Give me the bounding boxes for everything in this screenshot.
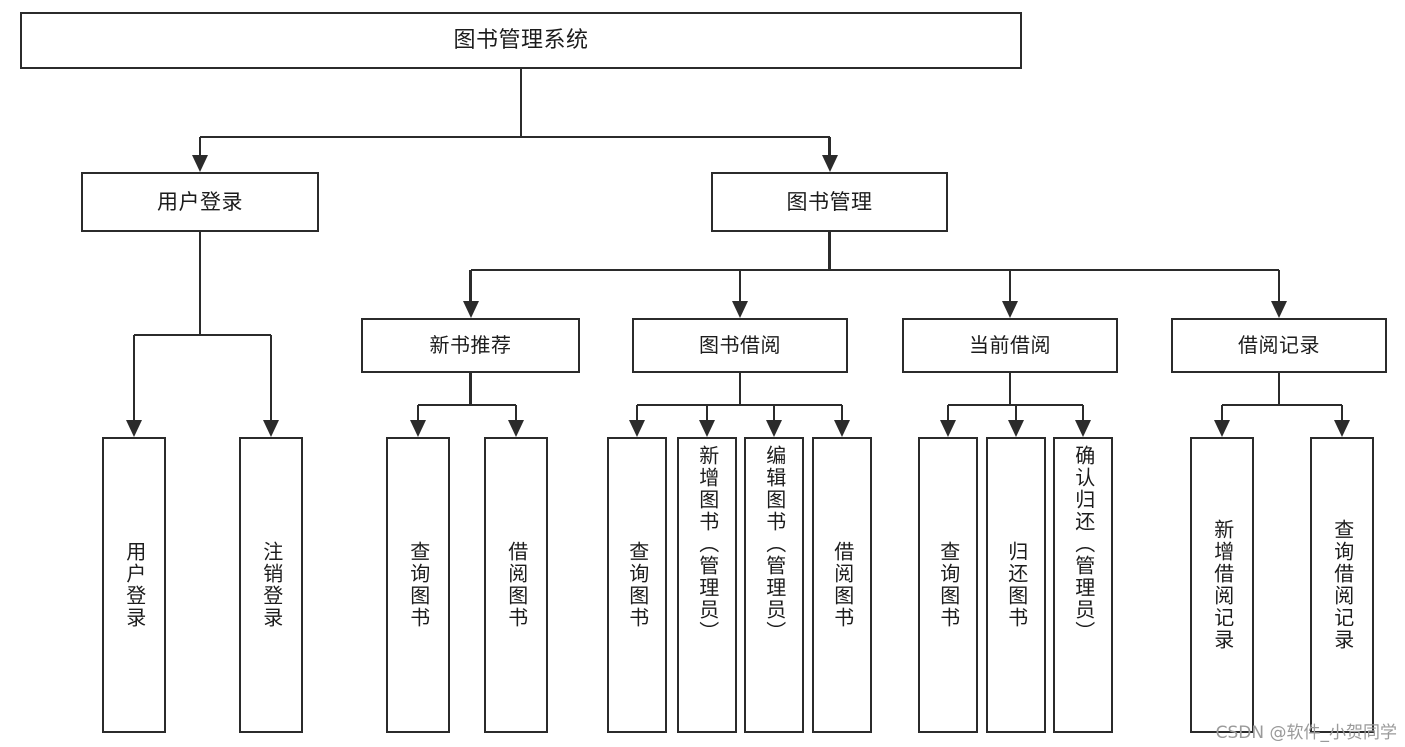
node-book-borrow[interactable]: 图书借阅 [632, 318, 848, 373]
node-leaf[interactable]: 注销登录 [239, 437, 303, 733]
node-new-book-recommend[interactable]: 新书推荐 [361, 318, 580, 373]
connector-stem [469, 373, 472, 405]
node-leaf[interactable]: 查询借阅记录 [1310, 437, 1374, 733]
connector-vertical [772, 405, 776, 420]
arrowhead-icon [1008, 420, 1024, 437]
node-leaf[interactable]: 编辑图书（管理员） [744, 437, 804, 733]
arrowhead-icon [1002, 301, 1018, 318]
node-label: 借阅图书 [830, 541, 855, 629]
connector-vertical [514, 405, 518, 420]
arrowhead-icon [126, 420, 142, 437]
node-label: 新书推荐 [429, 333, 512, 357]
connector-vertical [1277, 270, 1281, 301]
node-label: 查询图书 [625, 541, 650, 629]
connector-vertical [1008, 270, 1012, 301]
node-book-management[interactable]: 图书管理 [711, 172, 948, 232]
node-leaf[interactable]: 借阅图书 [812, 437, 872, 733]
node-label: 注销登录 [259, 541, 284, 629]
arrowhead-icon [508, 420, 524, 437]
node-label: 查询图书 [406, 541, 431, 629]
node-leaf[interactable]: 查询图书 [918, 437, 978, 733]
arrowhead-icon [629, 420, 645, 437]
connector-vertical [198, 137, 202, 155]
arrowhead-icon [263, 420, 279, 437]
node-label: 新增借阅记录 [1210, 519, 1235, 651]
node-leaf[interactable]: 确认归还（管理员） [1053, 437, 1113, 733]
node-label: 图书借阅 [699, 333, 781, 357]
connector-vertical [738, 270, 742, 301]
connector-vertical [1081, 405, 1085, 420]
connector-stem [198, 232, 202, 335]
node-label: 编辑图书（管理员） [762, 445, 787, 643]
node-current-borrow[interactable]: 当前借阅 [902, 318, 1118, 373]
node-root-system[interactable]: 图书管理系统 [20, 12, 1022, 69]
node-leaf[interactable]: 查询图书 [386, 437, 450, 733]
arrowhead-icon [192, 155, 208, 172]
node-label: 查询图书 [936, 541, 961, 629]
arrowhead-icon [1214, 420, 1230, 437]
node-label: 查询借阅记录 [1330, 519, 1355, 651]
node-label: 当前借阅 [969, 333, 1051, 357]
node-leaf[interactable]: 归还图书 [986, 437, 1046, 733]
node-label: 借阅图书 [504, 541, 529, 629]
node-label: 借阅记录 [1238, 333, 1320, 357]
connector-vertical [828, 137, 831, 155]
connector-vertical [416, 405, 420, 420]
connector-vertical [840, 405, 844, 420]
connector-vertical [1220, 405, 1224, 420]
connector-vertical [635, 405, 639, 420]
arrowhead-icon [821, 155, 838, 172]
connector-vertical [132, 335, 136, 420]
node-label: 用户登录 [157, 189, 243, 214]
arrowhead-icon [1075, 420, 1091, 437]
arrowhead-icon [1334, 420, 1350, 437]
connector-vertical [269, 335, 273, 420]
node-leaf[interactable]: 借阅图书 [484, 437, 548, 733]
connector-bus [1222, 403, 1342, 407]
connector-vertical [469, 270, 472, 301]
connector-stem [738, 373, 742, 405]
node-label: 新增图书（管理员） [695, 445, 720, 643]
connector-vertical [705, 405, 709, 420]
node-leaf[interactable]: 新增图书（管理员） [677, 437, 737, 733]
connector-bus [470, 268, 1279, 272]
connector-bus [418, 403, 516, 407]
arrowhead-icon [1271, 301, 1287, 318]
arrowhead-icon [834, 420, 850, 437]
node-leaf[interactable]: 用户登录 [102, 437, 166, 733]
node-user-login[interactable]: 用户登录 [81, 172, 319, 232]
node-borrow-record[interactable]: 借阅记录 [1171, 318, 1387, 373]
node-label: 图书管理 [786, 189, 873, 214]
connector-vertical [946, 405, 950, 420]
node-label: 用户登录 [122, 541, 147, 629]
arrowhead-icon [410, 420, 426, 437]
arrowhead-icon [766, 420, 782, 437]
connector-bus [134, 333, 271, 337]
arrowhead-icon [699, 420, 715, 437]
arrowhead-icon [940, 420, 956, 437]
connector-stem [828, 232, 831, 270]
connector-stem [1008, 373, 1012, 405]
node-leaf[interactable]: 查询图书 [607, 437, 667, 733]
connector-vertical [1340, 405, 1344, 420]
node-label: 归还图书 [1004, 541, 1029, 629]
connector-vertical [1014, 405, 1018, 420]
connector-bus [200, 135, 830, 139]
node-label: 确认归还（管理员） [1071, 445, 1096, 643]
connector-bus [637, 403, 842, 407]
node-leaf[interactable]: 新增借阅记录 [1190, 437, 1254, 733]
watermark-text: CSDN @软件_小贺同学 [1215, 723, 1397, 743]
arrowhead-icon [462, 301, 479, 318]
connector-stem [1277, 373, 1281, 405]
connector-stem [519, 69, 523, 137]
arrowhead-icon [732, 301, 748, 318]
node-label: 图书管理系统 [453, 27, 589, 53]
